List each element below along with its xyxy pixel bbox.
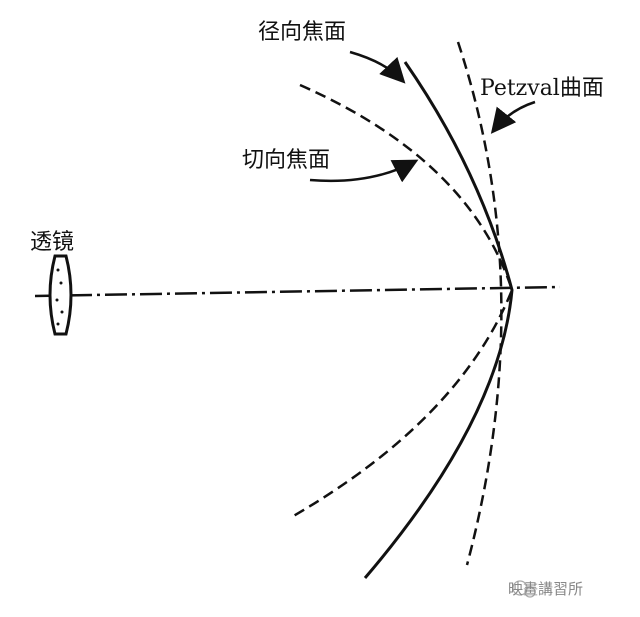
radial-arrow xyxy=(349,50,406,84)
tangential-label: 切向焦面 xyxy=(242,148,331,173)
petzval-surface xyxy=(456,41,503,566)
petzval-label: Petzval曲面 xyxy=(480,76,604,101)
lens-label: 透镜 xyxy=(30,230,75,255)
optical-axis xyxy=(34,285,561,298)
lens-shape xyxy=(48,254,73,336)
radial-label: 径向焦面 xyxy=(258,20,347,45)
radial-focal-surface xyxy=(363,61,514,579)
watermark: 映畫講習所 xyxy=(508,580,584,598)
watermark-logo-icon xyxy=(512,580,536,598)
petzval-arrow xyxy=(490,100,536,134)
tangential-arrow xyxy=(309,159,419,183)
tangential-focal-surface xyxy=(289,83,514,520)
lens-dots xyxy=(55,268,64,326)
